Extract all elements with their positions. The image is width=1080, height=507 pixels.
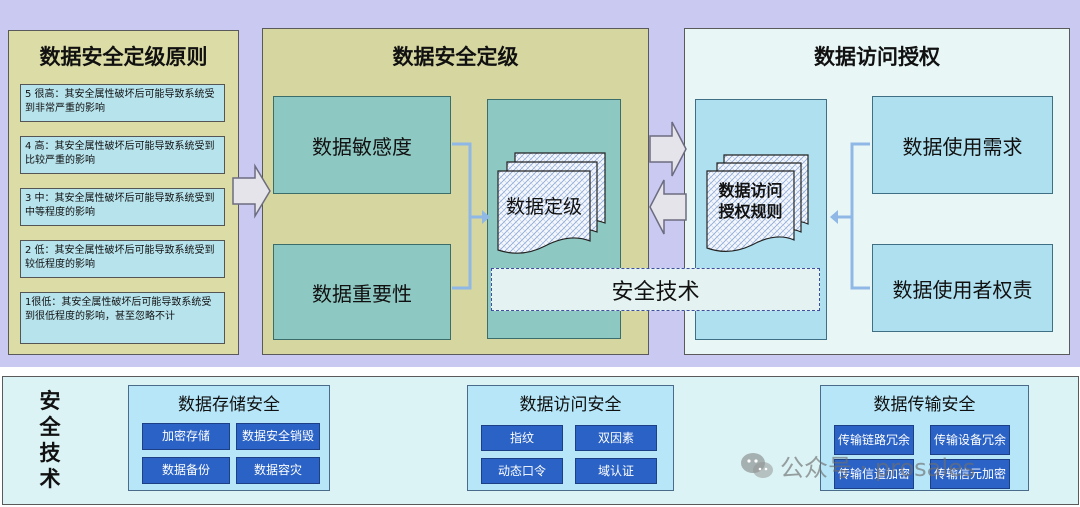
watermark: 公众号 · prosales — [740, 448, 975, 483]
usage-demand-box: 数据使用需求 — [872, 96, 1053, 194]
chip-encrypted-storage: 加密存储 — [142, 423, 230, 450]
chip-data-backup: 数据备份 — [142, 457, 230, 484]
chip-domain-auth: 域认证 — [575, 458, 657, 484]
storage-security-title: 数据存储安全 — [178, 395, 280, 415]
chip-link-redundancy: 传输链路冗余 — [834, 425, 914, 455]
diagram-graphics — [232, 121, 870, 290]
chip-two-factor: 双因素 — [575, 425, 657, 451]
level-1-box: 1很低：其安全属性破坏后可能导致系统受到很低程度的影响，甚至忽略不计 — [20, 292, 225, 344]
chip-device-redundancy: 传输设备冗余 — [930, 425, 1010, 455]
level-3-box: 3 中：其安全属性破坏后可能导致系统受到中等程度的影响 — [20, 188, 225, 226]
rule-doc-label: 数据访问 授权规则 — [707, 180, 794, 222]
access-security-title: 数据访问安全 — [519, 395, 622, 415]
level-5-box: 5 很高：其安全属性破坏后可能导致系统受到非常严重的影响 — [20, 84, 225, 122]
auth-to-grading-arrow — [649, 179, 687, 235]
watermark-text: 公众号 · prosales — [780, 454, 976, 482]
security-tech-vertical-title: 安 全 技 术 — [38, 388, 62, 492]
storage-security-group: 数据存储安全 加密存储 数据安全销毁 数据备份 数据容灾 — [128, 385, 330, 491]
transport-security-title: 数据传输安全 — [873, 395, 976, 415]
sensitivity-box: 数据敏感度 — [273, 96, 451, 194]
rule-document-stack — [706, 154, 809, 252]
importance-box: 数据重要性 — [273, 244, 451, 340]
user-duty-box: 数据使用者权责 — [872, 244, 1053, 332]
title-char-4: 术 — [39, 467, 61, 491]
access-security-group: 数据访问安全 指纹 双因素 动态口令 域认证 — [467, 385, 674, 491]
grading-to-auth-arrow — [649, 121, 687, 177]
title-char-3: 技 — [39, 441, 61, 465]
grading-connector — [452, 142, 490, 290]
grading-title: 数据安全定级 — [392, 45, 519, 69]
chip-channel-encryption: 传输信道加密 — [834, 459, 914, 489]
level-2-box: 2 低：其安全属性破坏后可能导致系统受到较低程度的影响 — [20, 240, 225, 278]
transport-security-group: 数据传输安全 传输链路冗余 传输设备冗余 传输信道加密 传输信元加密 — [820, 385, 1029, 491]
authorization-connector — [830, 142, 870, 290]
rule-doc-label-line1: 数据访问 — [718, 181, 783, 200]
security-tech-band: 安全技术 — [491, 268, 820, 311]
chip-secure-destruction: 数据安全销毁 — [236, 423, 320, 450]
wechat-icon — [741, 452, 773, 478]
grading-document-stack — [497, 152, 606, 254]
chip-fingerprint: 指纹 — [481, 425, 563, 451]
chip-dynamic-password: 动态口令 — [481, 458, 563, 484]
principles-title: 数据安全定级原则 — [39, 45, 208, 69]
chip-disaster-recovery: 数据容灾 — [236, 457, 320, 484]
chip-cell-encryption: 传输信元加密 — [930, 459, 1010, 489]
grading-doc-label: 数据定级 — [505, 196, 582, 218]
title-char-2: 全 — [39, 415, 61, 439]
rule-doc-label-line2: 授权规则 — [718, 202, 783, 221]
title-char-1: 安 — [39, 389, 61, 413]
principles-to-grading-arrow — [232, 163, 271, 219]
authorization-title: 数据访问授权 — [814, 45, 940, 69]
level-4-box: 4 高：其安全属性破坏后可能导致系统受到比较严重的影响 — [20, 136, 225, 174]
